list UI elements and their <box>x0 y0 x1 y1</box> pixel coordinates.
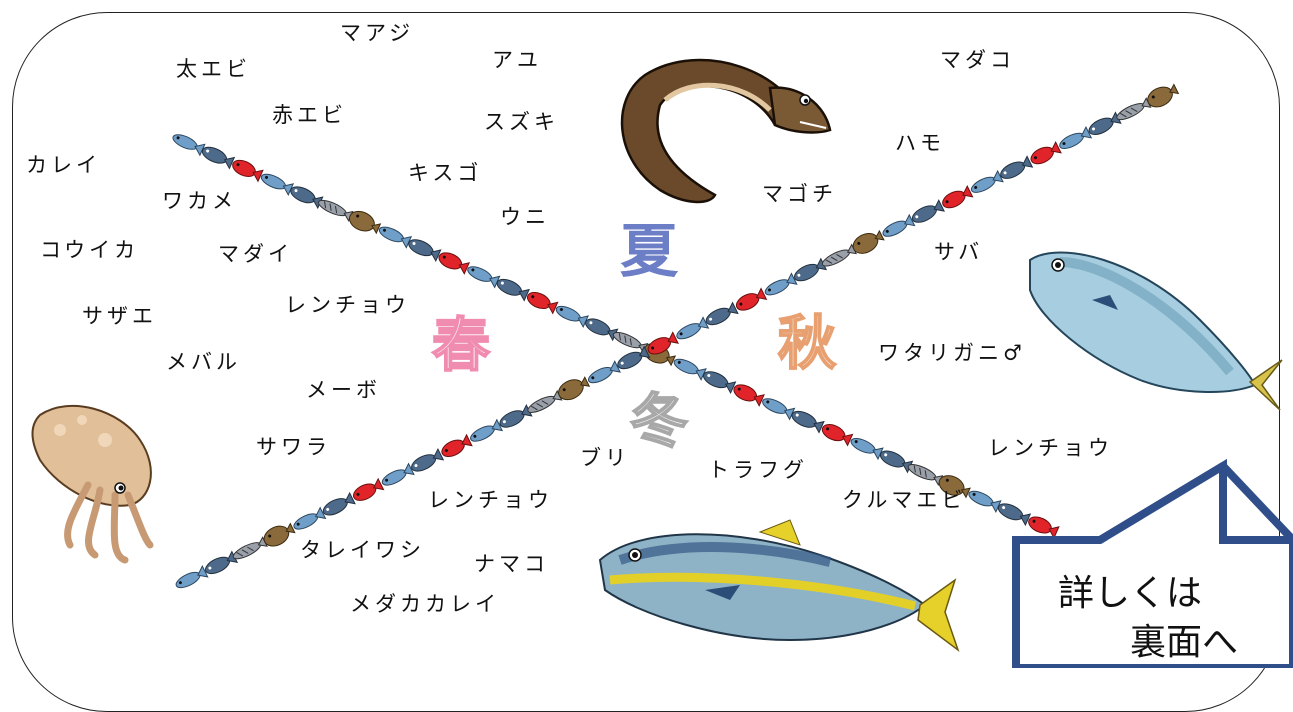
chain-fish <box>464 262 501 288</box>
chain-fish <box>700 367 737 394</box>
chain-fish <box>202 550 238 578</box>
chain-fish <box>730 381 765 408</box>
fish-label: メダカカレイ <box>350 592 500 616</box>
chain-fish <box>524 288 559 315</box>
note-line-1: 詳しくは <box>1058 573 1203 614</box>
chain-fish <box>671 355 707 381</box>
fish-label: ハモ <box>895 131 945 155</box>
season-winter: 冬 <box>629 387 689 455</box>
season-spring: 春 <box>431 311 491 379</box>
chain-fish <box>995 500 1031 526</box>
fish-label: メーボ <box>306 378 381 402</box>
chain-fish <box>759 394 795 420</box>
chain-fish <box>880 214 916 241</box>
chain-fish <box>376 223 412 249</box>
chain-fish <box>350 477 385 505</box>
fish-label: 太エビ <box>176 57 251 81</box>
chain-fish <box>438 433 473 461</box>
season-summer: 夏 <box>620 217 679 285</box>
chain-fish <box>762 272 798 299</box>
fish-label: キスゴ <box>408 161 483 185</box>
fish-label: コウイカ <box>40 238 140 262</box>
yellowtail-icon <box>598 519 960 653</box>
fish-label: マアジ <box>340 21 415 45</box>
chain-fish <box>997 155 1034 183</box>
fish-label: ワカメ <box>162 189 237 213</box>
chain-fish <box>939 184 974 212</box>
chain-fish <box>905 461 943 486</box>
fish-label: サザエ <box>82 304 157 328</box>
fish-label: ワタリガニ♂ <box>878 341 1026 365</box>
fish-label: レンチョウ <box>285 293 410 317</box>
chain-fish <box>848 434 884 460</box>
fish-label: マゴチ <box>762 182 837 206</box>
chain-fish <box>258 170 294 196</box>
fish-label: サバ <box>934 240 984 264</box>
chain-fish <box>199 143 235 170</box>
chain-fish <box>1086 111 1122 139</box>
chain-fish <box>173 565 209 592</box>
chain-fish <box>494 275 530 302</box>
chain-fish <box>819 244 857 270</box>
chain-fish <box>703 301 739 329</box>
fish-label: カレイ <box>26 153 101 177</box>
fish-label: ウニ <box>500 205 550 229</box>
chain-fish <box>614 345 651 373</box>
chain-fish <box>1114 97 1152 124</box>
chain-fish <box>909 199 945 227</box>
fish-label: マダコ <box>940 48 1015 72</box>
chain-fish <box>496 404 533 432</box>
chain-fish <box>1056 126 1092 153</box>
chain-fish <box>1027 140 1062 168</box>
chain-fish <box>1025 513 1060 540</box>
chain-fish <box>290 507 326 534</box>
chain-fish <box>966 487 1002 513</box>
fish-label: トラフグ <box>708 458 808 482</box>
fish-label: マダイ <box>218 242 293 266</box>
fish-label: ナマコ <box>474 552 549 576</box>
fish-label: 赤エビ <box>272 103 347 127</box>
chain-fish <box>230 536 268 563</box>
chain-fish <box>287 183 324 209</box>
chain-fish <box>229 156 264 183</box>
fish-label: メバル <box>166 350 241 374</box>
chain-fish <box>791 257 827 285</box>
fish-label: レンチョウ <box>428 488 553 512</box>
chain-fish <box>585 360 621 387</box>
fish-label: スズキ <box>484 110 559 134</box>
chain-fish <box>467 419 503 446</box>
chain-fish <box>877 447 914 474</box>
fish-label: サワラ <box>256 435 331 459</box>
chain-fish <box>789 407 825 434</box>
chain-fish <box>435 249 471 276</box>
chain-fish <box>408 448 445 476</box>
fish-label: ブリ <box>580 446 630 470</box>
mackerel-icon <box>1029 251 1283 411</box>
callout-box <box>1012 458 1293 668</box>
chain-fish <box>819 420 854 447</box>
note-line-2: 裏面へ <box>1130 621 1239 663</box>
chain-fish <box>610 328 648 354</box>
chain-fish <box>320 492 356 519</box>
chain-fish <box>525 390 563 417</box>
chain-fish <box>405 235 442 262</box>
fish-label: クルマエビ <box>842 488 967 512</box>
chain-fish <box>733 287 768 315</box>
fish-chain-icon <box>170 130 1060 540</box>
chain-fish <box>553 302 589 328</box>
season-autumn: 秋 <box>777 309 837 377</box>
back-side-note: 詳しくは 裏面へ <box>1058 570 1238 667</box>
illustrations <box>31 58 1293 668</box>
chain-fish <box>673 316 709 343</box>
chain-fish <box>316 196 354 222</box>
chain-fish <box>968 170 1004 197</box>
chain-fish <box>379 463 415 490</box>
chain-fish <box>582 315 619 342</box>
fish-label: レンチョウ <box>988 436 1113 460</box>
fish-label: アユ <box>492 48 542 72</box>
fish-label: タレイワシ <box>300 538 425 562</box>
cuttlefish-icon <box>31 404 154 564</box>
eel-icon <box>620 58 832 204</box>
chain-fish <box>170 130 206 156</box>
